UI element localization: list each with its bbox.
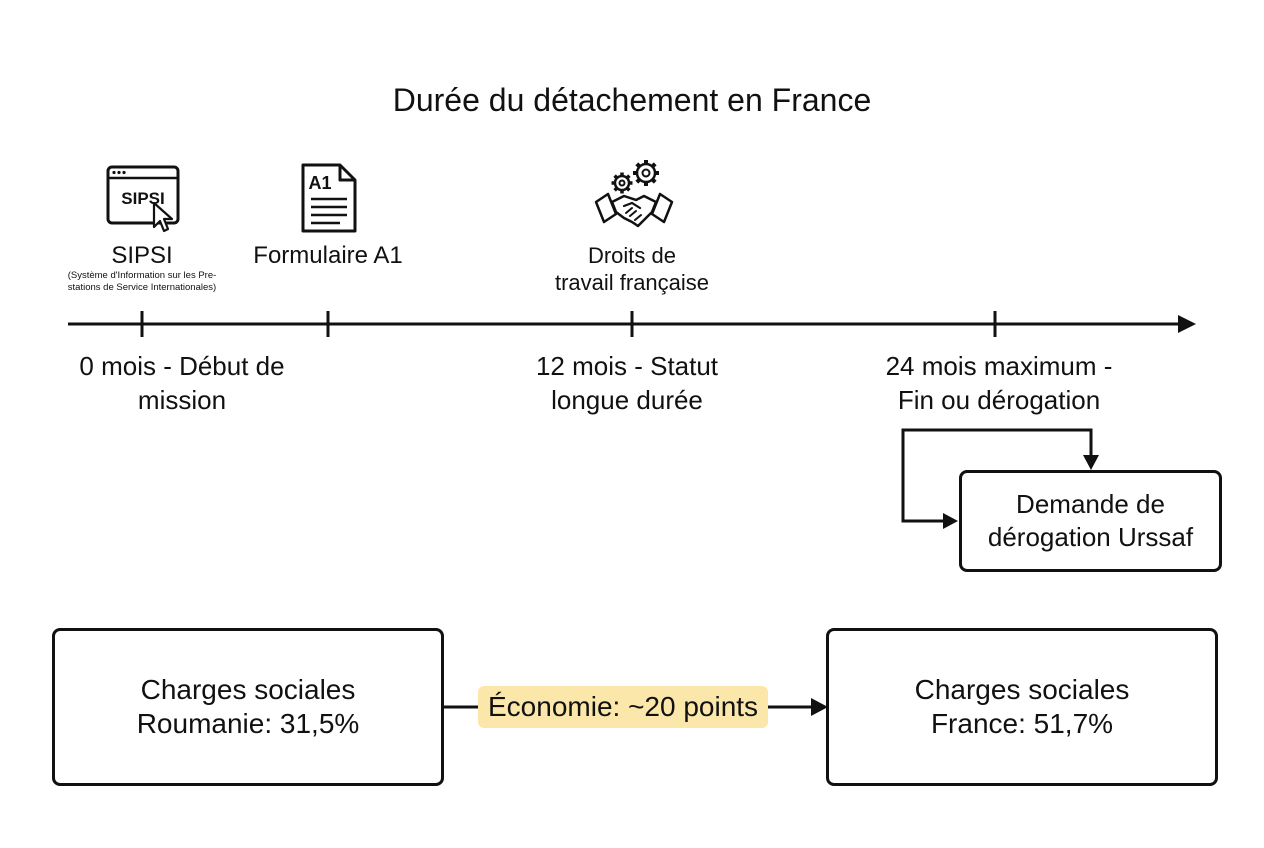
handshake-gears-icon: [594, 160, 674, 228]
sipsi-icon-text: SIPSI: [121, 189, 164, 208]
derogation-arrowhead-right: [943, 513, 958, 529]
a1-document-icon: A1: [301, 163, 357, 233]
milestone-12: 12 mois - Statut longue durée: [497, 349, 757, 417]
sipsi-sublabel-line1: (Système d'Information sur les Pre-: [67, 270, 217, 281]
derogation-box-line2: dérogation Urssaf: [987, 522, 1194, 552]
comparison-arrowhead: [811, 698, 828, 716]
milestone-12-line1: 12 mois - Statut: [535, 351, 719, 381]
milestone-0: 0 mois - Début de mission: [52, 349, 312, 417]
derogation-loop-line: [901, 428, 1093, 523]
france-charges-line1: Charges sociales: [914, 674, 1130, 705]
savings-badge: Économie: ~20 points: [478, 686, 769, 728]
milestone-0-line2: mission: [137, 385, 227, 415]
diagram-title: Durée du détachement en France: [392, 82, 872, 118]
derogation-request-box: Demande de dérogation Urssaf: [959, 470, 1222, 572]
sipsi-label: SIPSI: [111, 242, 173, 269]
a1-label: Formulaire A1: [253, 242, 403, 269]
france-charges-box: Charges sociales France: 51,7%: [826, 628, 1218, 786]
romania-charges-line1: Charges sociales: [140, 674, 356, 705]
a1-icon-text: A1: [308, 173, 331, 193]
romania-charges-line2: Roumanie: 31,5%: [136, 708, 360, 739]
france-charges-line2: France: 51,7%: [930, 708, 1114, 739]
derogation-arrowhead-down: [1083, 455, 1099, 470]
romania-charges-box: Charges sociales Roumanie: 31,5%: [52, 628, 444, 786]
milestone-24-line1: 24 mois maximum -: [885, 351, 1113, 381]
milestone-12-line2: longue durée: [551, 385, 703, 415]
derogation-box-line1: Demande de: [1016, 489, 1165, 519]
sipsi-sublabel-line2: stations de Service Internationales): [67, 282, 217, 293]
sipsi-browser-icon: SIPSI: [106, 165, 180, 233]
droits-label-line2: travail française: [554, 270, 710, 295]
milestone-0-line1: 0 mois - Début de: [79, 351, 285, 381]
milestone-24: 24 mois maximum - Fin ou dérogation: [849, 349, 1149, 417]
timeline-arrowhead: [1178, 315, 1196, 333]
milestone-24-line2: Fin ou dérogation: [897, 385, 1101, 415]
droits-label-line1: Droits de: [587, 243, 677, 268]
